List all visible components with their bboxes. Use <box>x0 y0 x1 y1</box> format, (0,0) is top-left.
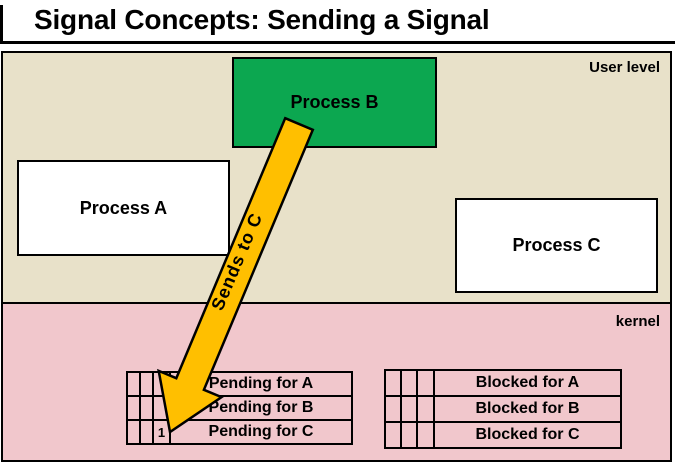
table-row-pending-a: Pending for A <box>126 371 353 397</box>
pending-a-slot-1 <box>126 371 141 397</box>
blocked-c-slot-1 <box>384 421 402 449</box>
process-a-box: Process A <box>17 160 230 256</box>
kernel-label: kernel <box>615 313 660 330</box>
blocked-b-slot-1 <box>384 395 402 423</box>
title-divider-line <box>0 41 675 44</box>
user-level-label: User level <box>589 59 660 76</box>
blocked-a-label: Blocked for A <box>433 369 622 397</box>
process-b-box: Process B <box>232 57 437 148</box>
blocked-b-label: Blocked for B <box>433 395 622 423</box>
pending-b-label: Pending for B <box>169 395 353 421</box>
blocked-a-slot-3 <box>416 369 435 397</box>
table-row-pending-c: 1 Pending for C <box>126 419 353 445</box>
blocked-a-slot-2 <box>400 369 418 397</box>
pending-c-slot-1 <box>126 419 141 445</box>
blocked-b-slot-2 <box>400 395 418 423</box>
blocked-c-label: Blocked for C <box>433 421 622 449</box>
blocked-c-slot-2 <box>400 421 418 449</box>
blocked-b-slot-3 <box>416 395 435 423</box>
pending-c-slot-2 <box>139 419 154 445</box>
blocked-a-slot-1 <box>384 369 402 397</box>
table-row-blocked-c: Blocked for C <box>384 421 622 449</box>
process-a-label: Process A <box>79 197 168 218</box>
table-row-blocked-b: Blocked for B <box>384 395 622 423</box>
blocked-signals-table: Blocked for A Blocked for B Blocked for … <box>384 369 622 449</box>
blocked-c-slot-3 <box>416 421 435 449</box>
pending-c-slot-3-signal-1: 1 <box>152 419 171 445</box>
pending-signals-table: Pending for A Pending for B 1 Pending fo… <box>126 371 353 445</box>
pending-b-slot-2 <box>139 395 154 421</box>
process-c-label: Process C <box>512 235 601 255</box>
page-title: Signal Concepts: Sending a Signal <box>34 4 490 35</box>
pending-a-slot-3 <box>152 371 171 397</box>
table-row-blocked-a: Blocked for A <box>384 369 622 397</box>
table-row-pending-b: Pending for B <box>126 395 353 421</box>
pending-c-label: Pending for C <box>169 419 353 445</box>
pending-a-slot-2 <box>139 371 154 397</box>
title-left-edge-line <box>0 5 3 42</box>
process-b-label: Process B <box>290 92 379 112</box>
pending-a-label: Pending for A <box>169 371 353 397</box>
process-c-box: Process C <box>455 198 658 293</box>
pending-b-slot-3 <box>152 395 171 421</box>
pending-b-slot-1 <box>126 395 141 421</box>
